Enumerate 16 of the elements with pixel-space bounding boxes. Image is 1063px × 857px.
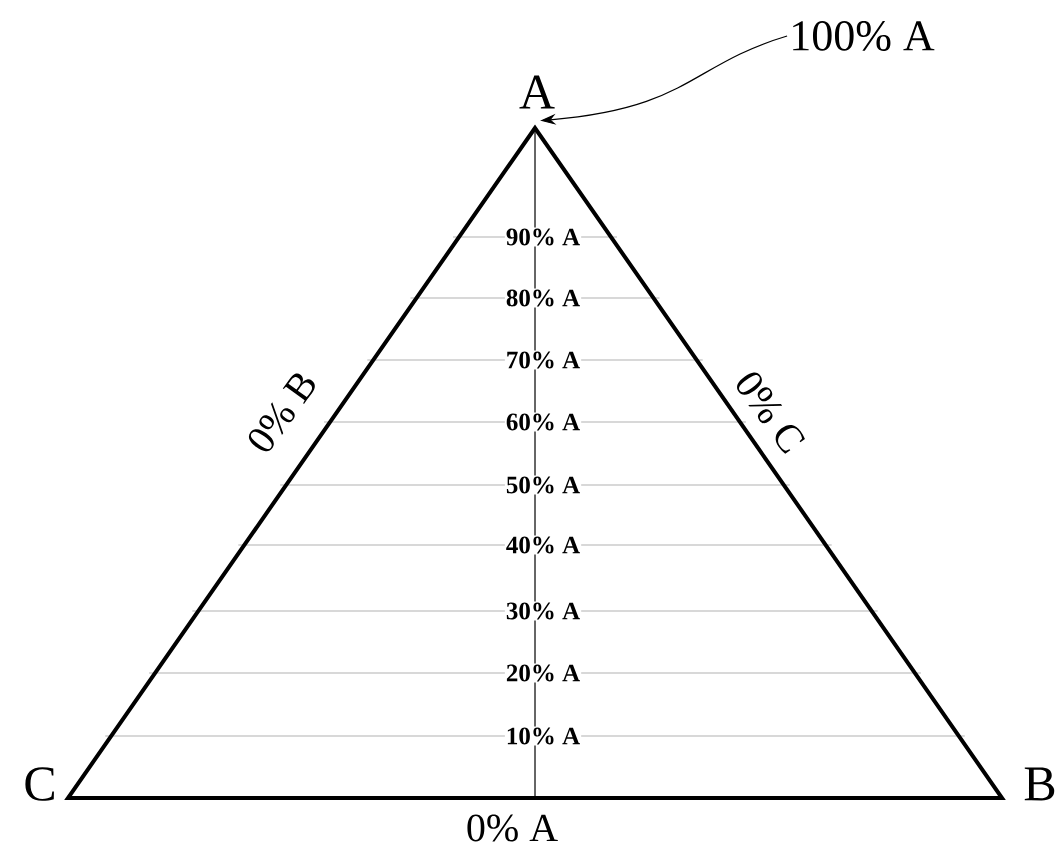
- vertex-label: B: [1024, 767, 1055, 801]
- percent-label: 30% A: [504, 601, 582, 621]
- side-label: 0% C: [737, 372, 805, 454]
- percent-label: 40% A: [504, 535, 582, 555]
- percent-label: 60% A: [504, 412, 582, 432]
- percent-label: 10% A: [504, 726, 582, 746]
- percent-label: 90% A: [504, 227, 582, 247]
- percent-label: 20% A: [504, 663, 582, 683]
- side-label: 0% B: [248, 373, 315, 452]
- side-label: 0% A: [467, 814, 558, 842]
- percent-label: 50% A: [504, 475, 582, 495]
- percent-label: 70% A: [504, 350, 582, 370]
- callout-text: 100% A: [793, 21, 935, 51]
- vertex-label: A: [519, 75, 555, 109]
- percent-label: 80% A: [504, 288, 582, 308]
- vertex-label: C: [25, 767, 54, 801]
